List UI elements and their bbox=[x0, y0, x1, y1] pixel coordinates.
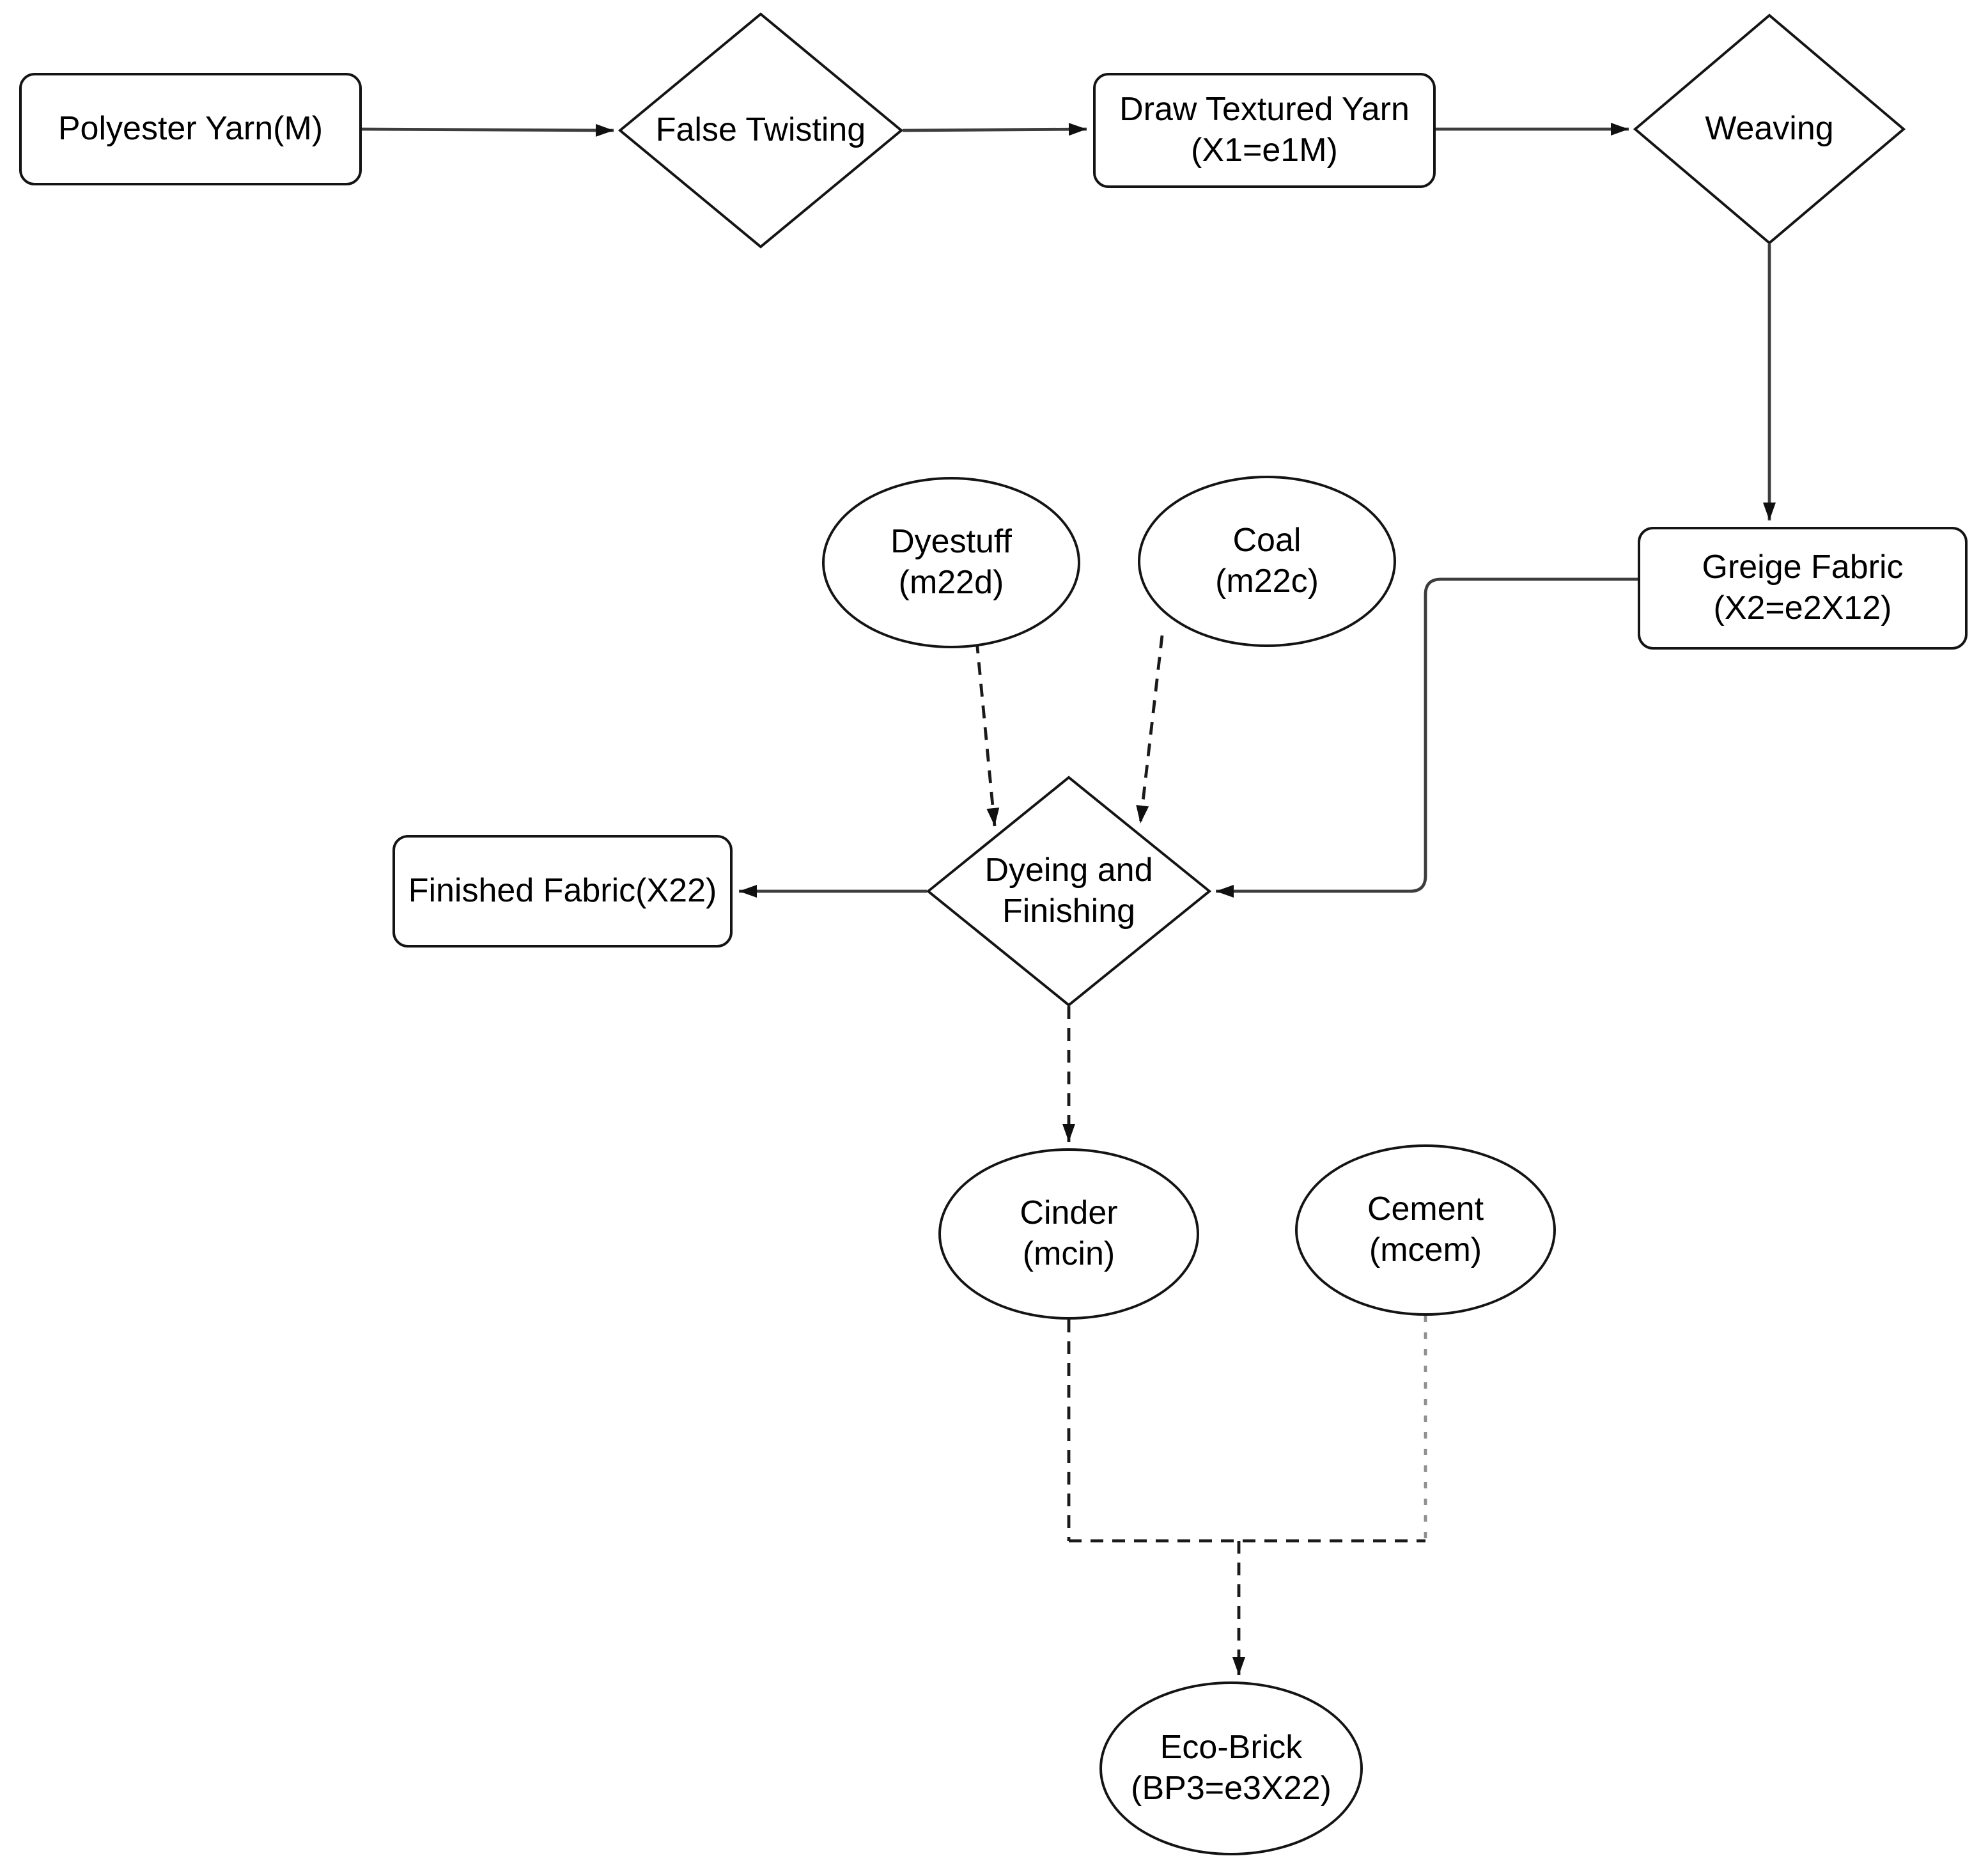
node-greige-fabric-label-2: (X2=e2X12) bbox=[1713, 588, 1892, 627]
node-coal: Coal (m22c) bbox=[1138, 476, 1396, 647]
node-finished-fabric: Finished Fabric(X22) bbox=[392, 835, 733, 948]
node-dyeing-finishing-label-2: Finishing bbox=[1002, 891, 1136, 930]
node-coal-label-1: Coal bbox=[1232, 520, 1301, 559]
node-finished-fabric-label: Finished Fabric(X22) bbox=[408, 871, 717, 910]
node-cinder: Cinder (mcin) bbox=[938, 1148, 1199, 1320]
node-false-twisting: False Twisting bbox=[620, 79, 901, 182]
node-polyester-yarn-label: Polyester Yarn(M) bbox=[58, 109, 323, 148]
node-polyester-yarn: Polyester Yarn(M) bbox=[19, 73, 362, 185]
node-false-twisting-shape bbox=[617, 12, 904, 249]
node-eco-brick: Eco-Brick (BP3=e3X22) bbox=[1099, 1681, 1363, 1855]
node-draw-textured-yarn-label-2: (X1=e1M) bbox=[1191, 130, 1338, 169]
edge-greige-to-dyeing bbox=[1216, 577, 1638, 898]
node-coal-label-2: (m22c) bbox=[1215, 561, 1319, 600]
node-cinder-label-1: Cinder bbox=[1020, 1193, 1118, 1232]
node-draw-textured-yarn-label-1: Draw Textured Yarn bbox=[1119, 90, 1409, 129]
node-dyestuff-label-2: (m22d) bbox=[898, 563, 1004, 601]
edge-dyestuff-to-dyeing bbox=[975, 640, 1000, 827]
node-dyeing-finishing: Dyeing and Finishing bbox=[928, 821, 1209, 962]
node-dyeing-finishing-label-1: Dyeing and bbox=[984, 850, 1153, 889]
node-cement: Cement (mcem) bbox=[1295, 1144, 1556, 1316]
node-cinder-label-2: (mcin) bbox=[1022, 1234, 1115, 1272]
node-cement-label-2: (mcem) bbox=[1369, 1230, 1482, 1268]
node-eco-brick-label-1: Eco-Brick bbox=[1160, 1728, 1303, 1767]
node-dyestuff-label-1: Dyestuff bbox=[890, 522, 1012, 561]
edge-polyester-to-false-twisting bbox=[361, 123, 614, 137]
node-weaving-label: Weaving bbox=[1705, 109, 1834, 148]
node-greige-fabric-label-1: Greige Fabric bbox=[1702, 547, 1904, 586]
node-greige-fabric: Greige Fabric (X2=e2X12) bbox=[1638, 527, 1968, 650]
node-weaving-shape bbox=[1633, 13, 1906, 245]
node-weaving: Weaving bbox=[1629, 78, 1910, 180]
edge-coal-to-dyeing bbox=[1136, 635, 1164, 824]
node-dyeing-finishing-shape bbox=[926, 776, 1212, 1007]
node-dyestuff: Dyestuff (m22d) bbox=[822, 477, 1080, 648]
node-draw-textured-yarn: Draw Textured Yarn (X1=e1M) bbox=[1093, 73, 1436, 188]
node-eco-brick-label-2: (BP3=e3X22) bbox=[1131, 1768, 1332, 1807]
node-cement-label-1: Cement bbox=[1367, 1189, 1484, 1228]
node-false-twisting-label: False Twisting bbox=[655, 110, 866, 149]
edge-false-twisting-to-draw-textured bbox=[902, 123, 1087, 136]
